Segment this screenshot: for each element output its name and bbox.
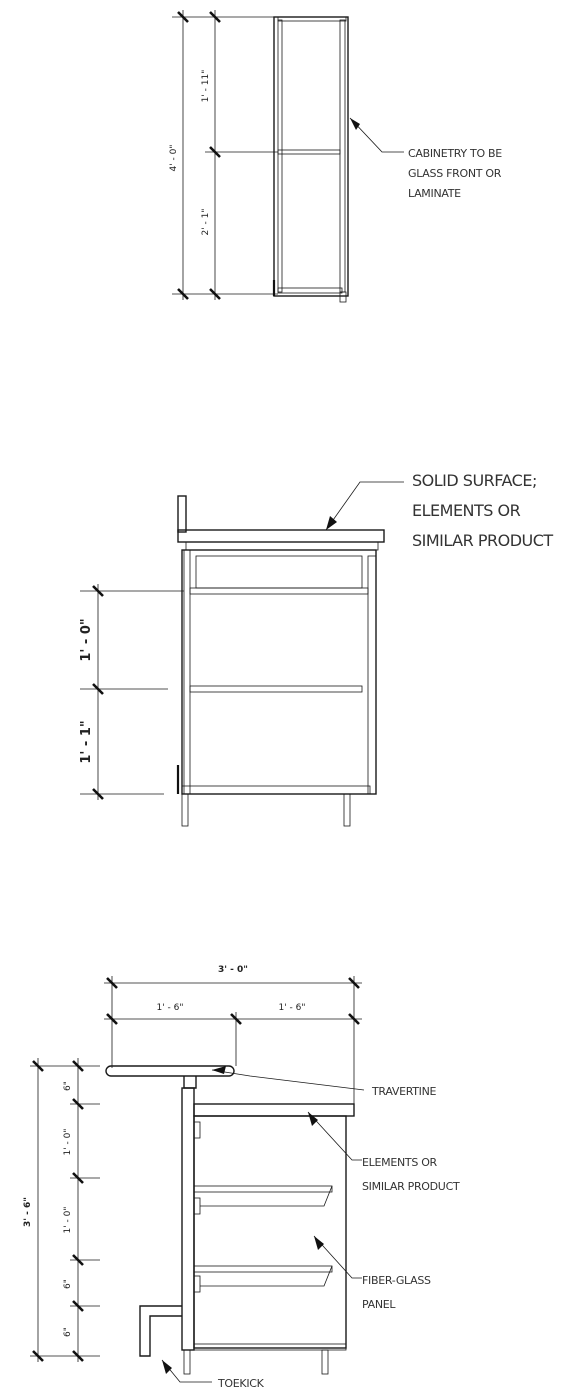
d3-stack-dim-5: 6" — [63, 1327, 73, 1337]
d2-bottom-shelf — [181, 785, 371, 795]
detail-1-tall-cabinet: 4' - 0" 1' - 11" 2' - 1" CABINETRY TO BE… — [169, 10, 503, 303]
d3-leader-fiberglass — [313, 1235, 362, 1279]
d2-mid-shelf — [189, 685, 363, 693]
d1-shelf — [277, 149, 341, 155]
d3-note-toekick: TOEKICK — [217, 1377, 265, 1390]
d3-note-fiberglass-2: PANEL — [362, 1298, 396, 1311]
d2-cabinet-outline — [181, 549, 377, 795]
detail-3-bar-counter: 3' - 0" 1' - 6" 1' - 6" 3' - 6" 6" 1' - … — [23, 965, 460, 1390]
d3-partition — [181, 1087, 195, 1351]
d3-toekick-foot — [139, 1305, 182, 1357]
d1-note-line-2: GLASS FRONT OR — [408, 167, 502, 180]
d2-note-line-3: SIMILAR PRODUCT — [412, 531, 553, 550]
d3-shelf-2 — [193, 1265, 333, 1273]
d3-note-fiberglass-1: FIBER-GLASS — [362, 1274, 431, 1287]
d1-lower-dim-text: 2' - 1" — [201, 208, 211, 235]
d3-shelf-1 — [193, 1185, 333, 1193]
d3-note-elements-2: SIMILAR PRODUCT — [362, 1180, 460, 1193]
d3-stack-dim-4: 6" — [63, 1279, 73, 1289]
d2-lower-dim-text: 1' - 1" — [79, 720, 94, 763]
d2-backsplash — [177, 495, 187, 533]
d2-note-line-1: SOLID SURFACE; — [412, 471, 537, 490]
d3-cabinet-outline — [193, 1115, 347, 1349]
d1-note-line-1: CABINETRY TO BE — [408, 147, 502, 160]
d3-stack-dim-1: 6" — [63, 1081, 73, 1091]
d2-leg-left — [181, 793, 189, 827]
d3-right-sub-dim-text: 1' - 6" — [278, 1003, 305, 1013]
d2-top-shelf — [189, 587, 369, 595]
d1-overall-dim-text: 4' - 0" — [169, 144, 179, 171]
d3-leader-elements — [307, 1111, 362, 1161]
d1-upper-dim-text: 1' - 11" — [201, 70, 211, 103]
d2-leader — [325, 481, 404, 531]
d3-travertine-top — [105, 1065, 235, 1077]
d1-note-line-3: LAMINATE — [408, 187, 461, 200]
d2-note-line-2: ELEMENTS OR — [412, 501, 521, 520]
d3-stack-dim-3: 1' - 0" — [63, 1206, 73, 1233]
d3-leader-travertine — [211, 1069, 365, 1091]
d3-stack-dim-2: 1' - 0" — [63, 1128, 73, 1155]
d2-upper-dim-text: 1' - 0" — [79, 618, 94, 661]
d3-note-elements-1: ELEMENTS OR — [362, 1156, 438, 1169]
d3-leader-toekick — [161, 1359, 212, 1383]
d1-leader — [349, 117, 404, 153]
d3-countertop — [193, 1103, 355, 1117]
d2-countertop — [177, 529, 385, 543]
d1-cabinet-outline — [273, 16, 349, 297]
d2-leg-right — [343, 793, 351, 827]
d3-left-sub-dim-text: 1' - 6" — [156, 1003, 183, 1013]
d3-note-travertine: TRAVERTINE — [371, 1085, 437, 1098]
d3-top-dim-text: 3' - 0" — [218, 965, 248, 975]
d3-overall-dim-text: 3' - 6" — [23, 1197, 33, 1227]
detail-2-base-cabinet: 1' - 0" 1' - 1" SOLID SURFACE; ELEMENTS … — [79, 471, 554, 827]
